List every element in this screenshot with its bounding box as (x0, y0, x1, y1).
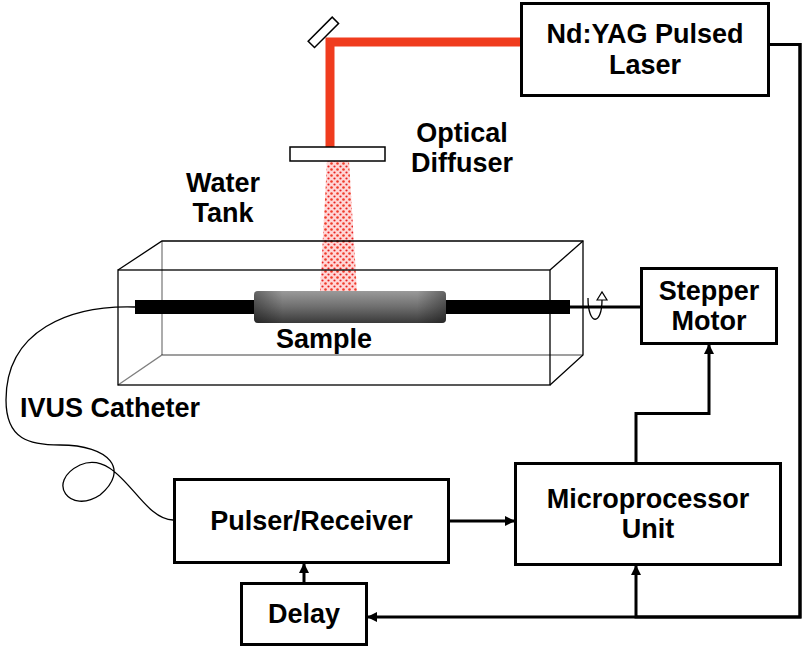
component-label: Sample (276, 324, 386, 354)
box-label: Delay (268, 599, 340, 629)
component-label: IVUS Catheter (20, 393, 230, 423)
diffused-beam (320, 161, 357, 292)
box-label: Microprocessor Unit (525, 484, 771, 544)
component-label: Water Tank (168, 168, 278, 228)
water-tank (118, 241, 583, 385)
signal-connector (303, 564, 306, 582)
signal-connector (450, 520, 514, 523)
box-label: Stepper Motor (651, 276, 767, 336)
motor-shaft (570, 306, 640, 309)
motor-box: Stepper Motor (640, 267, 778, 345)
delay-box: Delay (240, 582, 368, 646)
signal-connector (636, 345, 709, 462)
pulser-box: Pulser/Receiver (173, 478, 450, 564)
laser-box: Nd:YAG Pulsed Laser (520, 2, 770, 97)
box-label: Nd:YAG Pulsed Laser (531, 19, 759, 79)
sample-shading (254, 291, 446, 323)
component-label: Optical Diffuser (392, 118, 532, 178)
optical-diffuser (290, 147, 385, 161)
mirror (308, 17, 338, 47)
box-label: Pulser/Receiver (210, 506, 413, 536)
rotation-arrowhead (597, 292, 607, 300)
rotation-symbol (588, 298, 602, 319)
sample-vessel (254, 291, 446, 323)
processor-box: Microprocessor Unit (514, 462, 782, 566)
